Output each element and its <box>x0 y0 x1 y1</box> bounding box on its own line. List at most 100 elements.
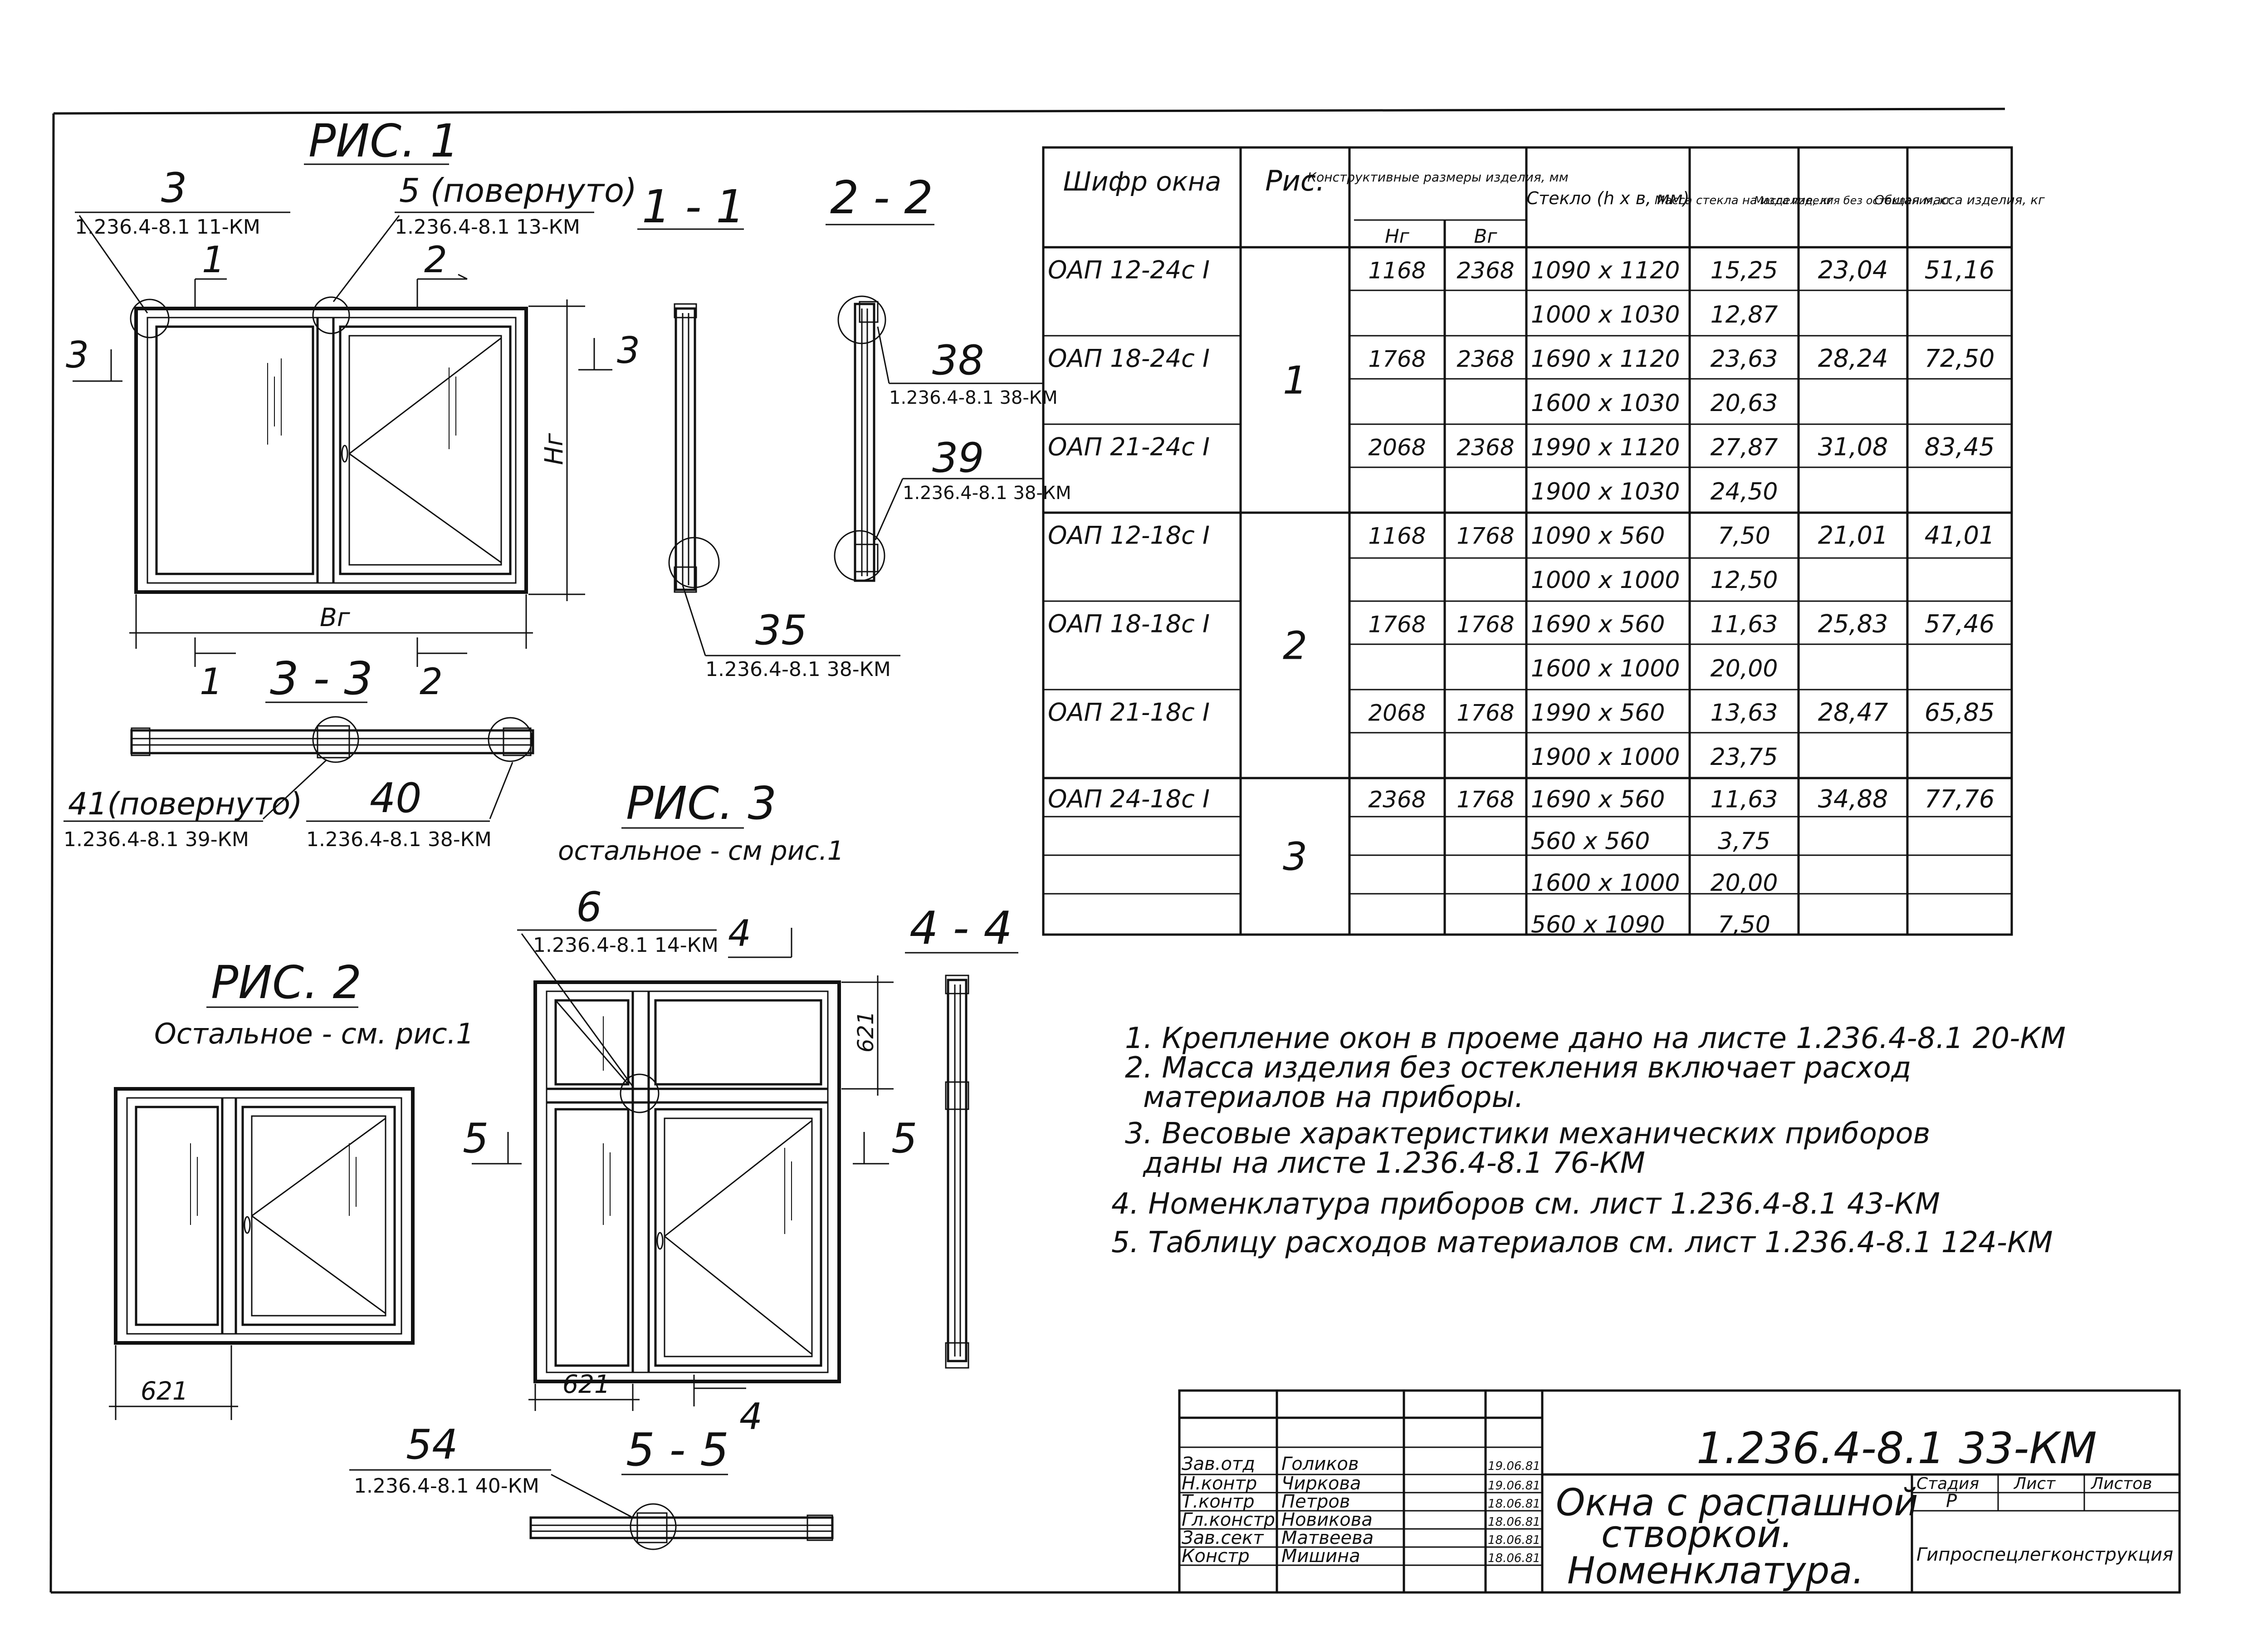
staff-date: 18.06.81 <box>1488 1497 1540 1511</box>
sec33-callout-41-ref: 1.236.4-8.1 39-КМ <box>64 828 249 851</box>
fig1-dim-h: Нг <box>539 433 568 465</box>
header-total-mass: Общая масса изделия, кг <box>1874 192 2045 207</box>
note-line: 5. Таблицу расходов материалов см. лист … <box>1111 1226 2053 1259</box>
note-line: 2. Масса изделия без остекления включает… <box>1125 1051 1911 1085</box>
staff-name: Голиков <box>1281 1454 1359 1474</box>
fig1-callout-3-num: 3 <box>161 164 187 212</box>
header-mass-no-glass: Масса изделия без остекления, кг <box>1754 194 1952 207</box>
table-row-code: ОАП 12-24с I <box>1048 255 1210 284</box>
table-row-glass: 1090 x 1120 <box>1531 257 1680 284</box>
fig1-callout-5-ref: 1.236.4-8.1 13-КМ <box>395 215 580 239</box>
table-row-glass-mass: 3,75 <box>1718 828 1770 855</box>
table-grid <box>1042 146 2013 936</box>
header-hg: Нг <box>1385 225 1410 247</box>
table-row-mass-no-glass: 28,47 <box>1818 698 1888 726</box>
table-row-bg: 1768 <box>1457 700 1514 726</box>
fig3-cut-4-bottom: 4 <box>739 1396 763 1438</box>
fig3-callout-6-num: 6 <box>576 883 602 931</box>
table-row-hg: 1168 <box>1368 257 1426 284</box>
fig1-cut-3-left: 3 <box>66 334 89 376</box>
section-1-1: 1 - 1 35 1.236.4-8.1 38-КМ <box>637 180 900 681</box>
table-row-glass-mass: 23,63 <box>1711 345 1778 372</box>
table-row-glass: 1690 x 560 <box>1531 611 1665 638</box>
header-fig: Рис. <box>1265 164 1325 197</box>
table-row-glass-mass: 15,25 <box>1711 257 1778 284</box>
table-row-glass-mass: 24,50 <box>1711 478 1778 505</box>
sec22-callout-39-ref: 1.236.4-8.1 38-КМ <box>903 483 1071 504</box>
sec33-callout-40-ref: 1.236.4-8.1 38-КМ <box>306 828 492 851</box>
table-row-hg: 2368 <box>1368 786 1426 813</box>
table-row-hg: 1168 <box>1368 523 1426 549</box>
table-row-hg: 2068 <box>1368 434 1426 460</box>
staff-name: Чиркова <box>1281 1473 1361 1494</box>
staff-date: 18.06.81 <box>1488 1533 1540 1547</box>
fig1-cut-2-bottom: 2 <box>420 661 443 703</box>
staff-date: 19.06.81 <box>1488 1459 1540 1473</box>
title-block: 1.236.4-8.1 33-КМ Окна с распашной створ… <box>1178 1389 2181 1594</box>
sec55-callout-num: 54 <box>406 1421 458 1469</box>
note-line: материалов на приборы. <box>1143 1081 1524 1114</box>
section-5-5: 54 1.236.4-8.1 40-КМ 5 - 5 <box>349 1421 834 1550</box>
fig1-dim-b: Вг <box>320 603 351 632</box>
header-glass-mass: Масса стекла на изделие, кг <box>1655 194 1834 207</box>
table-row-glass-mass: 20,63 <box>1711 390 1778 417</box>
table-row-code: ОАП 18-18с I <box>1048 609 1210 638</box>
staff-role: Т.контр <box>1182 1491 1255 1512</box>
table-row-mass-no-glass: 21,01 <box>1818 521 1888 549</box>
fig1-callout-3-ref: 1.236.4-8.1 11-КМ <box>75 215 260 239</box>
table-row-glass-mass: 11,63 <box>1711 611 1778 638</box>
table-row-bg: 1768 <box>1457 523 1514 549</box>
fig2-subtitle: Остальное - см. рис.1 <box>154 1017 474 1050</box>
sec22-callout-38-num: 38 <box>932 337 984 384</box>
table-row-mass-no-glass: 25,83 <box>1818 609 1888 638</box>
table-row-glass: 1990 x 560 <box>1531 699 1665 726</box>
table-row-glass: 1090 x 560 <box>1531 522 1665 549</box>
fig3-cut-4-top: 4 <box>728 912 751 955</box>
staff-date: 18.06.81 <box>1488 1515 1540 1529</box>
staff-role: Гл.констр <box>1182 1509 1275 1530</box>
title-block-stage-label: Стадия <box>1916 1474 1979 1493</box>
table-row-glass-mass: 11,63 <box>1711 786 1778 813</box>
table-row-code: ОАП 12-18с I <box>1048 521 1210 549</box>
table-row-total-mass: 65,85 <box>1925 698 1995 726</box>
table-row-glass: 560 x 560 <box>1531 828 1650 855</box>
section-3-3: 3 - 3 41(повернуто) 1.236.4-8.1 39-КМ 40… <box>64 652 534 851</box>
fig1-cut-2-top: 2 <box>424 239 447 281</box>
sec22-title: 2 - 2 <box>830 171 933 224</box>
fig1-cut-1-top: 1 <box>202 239 225 281</box>
fig2-drawing: РИС. 2 Остальное - см. рис.1 621 <box>109 956 474 1420</box>
header-dims: Конструктивные размеры изделия, мм <box>1307 170 1568 185</box>
table-row-glass: 1600 x 1000 <box>1531 655 1680 682</box>
table-row-glass: 1900 x 1000 <box>1531 744 1680 771</box>
table-row-mass-no-glass: 34,88 <box>1818 784 1888 813</box>
table-fig-number: 1 <box>1283 358 1307 403</box>
title-block-title-2: створкой. <box>1601 1513 1793 1556</box>
table-row-total-mass: 57,46 <box>1925 609 1995 638</box>
sec33-callout-40-num: 40 <box>370 774 422 822</box>
table-row-bg: 1768 <box>1457 786 1514 813</box>
table-row-bg: 2368 <box>1457 346 1514 372</box>
table-row-glass: 1600 x 1030 <box>1531 390 1680 417</box>
table-row-code: ОАП 21-24с I <box>1048 432 1210 461</box>
staff-role: Констр <box>1182 1546 1250 1567</box>
fig1-title: РИС. 1 <box>308 114 459 167</box>
table-row-mass-no-glass: 23,04 <box>1818 255 1888 284</box>
table-row-glass-mass: 7,50 <box>1718 911 1770 938</box>
title-block-sheets-label: Листов <box>2090 1474 2152 1493</box>
table-row-glass-mass: 20,00 <box>1711 869 1778 896</box>
table-row-total-mass: 77,76 <box>1925 784 1995 813</box>
table-fig-number: 2 <box>1283 624 1307 669</box>
fig1-cut-1-bottom: 1 <box>200 661 223 703</box>
fig1-callout-5-num: 5 (повернуто) <box>399 171 637 210</box>
table-row-hg: 2068 <box>1368 700 1426 726</box>
fig2-title: РИС. 2 <box>211 956 362 1009</box>
table-row-bg: 2368 <box>1457 434 1514 460</box>
table-row-total-mass: 51,16 <box>1925 255 1995 284</box>
table-row-bg: 1768 <box>1457 611 1514 637</box>
fig2-dim-621: 621 <box>141 1376 188 1406</box>
section-2-2: 2 - 2 38 1.236.4-8.1 38-КМ 39 1.236.4-8.… <box>826 171 1071 582</box>
staff-name: Новикова <box>1281 1509 1373 1530</box>
